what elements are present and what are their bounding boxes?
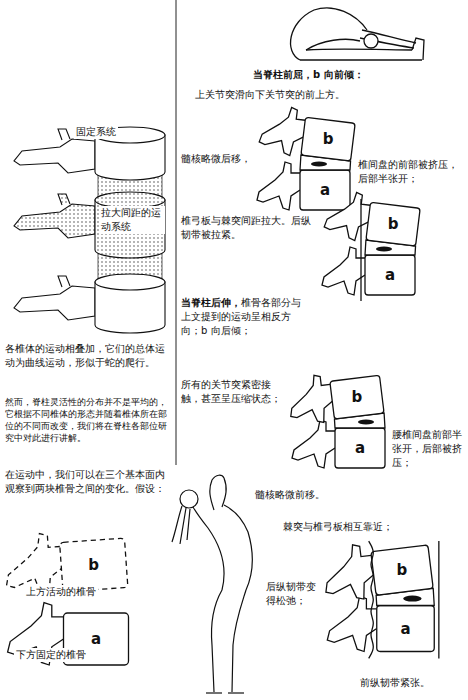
vertebra-pair	[257, 104, 356, 210]
figure-line	[412, 38, 424, 60]
posterior-ligament	[369, 541, 374, 658]
upper-vertebra	[258, 104, 356, 163]
figure-head	[364, 34, 378, 48]
articular-process	[58, 194, 70, 205]
figure-line	[180, 508, 186, 544]
vertebral-arch	[323, 189, 372, 242]
nucleus-pulposus	[376, 246, 392, 251]
vertebral-arch	[258, 104, 307, 157]
annotation-text: 前纵韧带紧张。	[360, 676, 430, 690]
vertebral-body	[60, 538, 128, 592]
upper-vertebra	[323, 189, 421, 248]
vertebral-arch	[321, 543, 377, 604]
lower-vertebra	[8, 603, 129, 665]
nucleus-pulposus	[311, 161, 327, 166]
vertebral-body	[366, 202, 420, 246]
vertebra-pair	[321, 536, 439, 659]
annotation-text: 棘突与椎弓板相互靠近；	[283, 520, 393, 534]
annotation-text: 椎间盘的前部被挤压，后部半张开；	[358, 158, 462, 186]
figure-line	[210, 480, 214, 510]
nucleus-pulposus	[403, 596, 421, 602]
annotation-text: 腰椎间盘前部半张开，后部被挤压；	[392, 428, 464, 471]
vertebral-endplate	[95, 274, 165, 290]
figure-line	[228, 692, 244, 693]
vertebra-letter: b	[397, 563, 408, 578]
annotation-text: 髓核略微后移，	[181, 152, 253, 166]
figure-line	[212, 475, 224, 480]
figure-line	[306, 39, 360, 50]
vertebral-body	[377, 606, 435, 652]
vertebral-body	[301, 117, 355, 161]
annotation-text: 所有的关节突紧密接触，甚至呈压缩状态；	[181, 378, 283, 406]
figure-line	[187, 509, 190, 540]
divider-line	[176, 0, 177, 465]
vertebra-letter: b	[352, 390, 363, 405]
backbend-figure	[172, 475, 252, 693]
vertebral-arch	[292, 420, 335, 468]
figure-line	[172, 506, 182, 542]
anterior-ligament	[438, 541, 439, 658]
figure-line	[222, 478, 226, 507]
figure-line	[306, 48, 412, 50]
vertebra-letter: a	[320, 183, 330, 198]
vertebral-arch	[327, 596, 376, 651]
vertebral-body	[95, 200, 165, 258]
vertebra-letter: a	[385, 268, 395, 283]
annotation-text: 后纵韧带变得松弛；	[266, 580, 322, 608]
annotation-text: 上方活动的椎骨	[24, 585, 98, 599]
annotation-text: 然而，脊柱灵活性的分布并不是平均的，它根据不同椎体的形态并随着椎体所在部位的不同…	[5, 396, 170, 444]
annotation-text: 下方固定的椎骨	[14, 648, 88, 662]
upper-vertebra	[321, 536, 434, 604]
upper-vertebra	[3, 528, 128, 599]
vertebra-pair	[322, 189, 421, 301]
vertebral-body	[365, 255, 415, 295]
vertebra-letter: a	[91, 632, 101, 647]
vertebral-body	[371, 545, 433, 595]
vertebra-letter: a	[355, 441, 365, 456]
figure-head	[180, 490, 198, 508]
vertebra-letter: b	[388, 217, 399, 232]
vertebra-pair	[3, 528, 128, 665]
figure-line	[232, 590, 246, 692]
annotation-text: 椎弓板与棘突间距拉大。后纵韧带被拉紧。	[181, 214, 311, 242]
posterior-ligament	[360, 199, 361, 301]
heading-text: 当脊柱后伸，	[181, 297, 241, 308]
annotation-text: 固定系统	[74, 125, 118, 139]
vertebral-body	[330, 375, 384, 419]
figure-line	[211, 590, 222, 692]
vertebral-arch	[14, 139, 95, 173]
vertebral-body	[335, 428, 385, 468]
vertebra-pair	[286, 367, 385, 468]
vertebral-arch	[286, 373, 335, 426]
figure-line	[291, 8, 367, 60]
articular-process	[58, 276, 70, 287]
annotation-text: 上关节突滑向下关节突的前上方。	[195, 88, 345, 102]
vertebral-arch	[14, 204, 95, 238]
vertebra-letter: a	[400, 621, 410, 636]
vertebra-letter: b	[88, 557, 99, 572]
figure-line	[193, 507, 224, 590]
vertebral-arch	[257, 162, 300, 210]
annotation-text: 拉大间距的运动系统	[99, 206, 165, 234]
vertebral-arch	[14, 286, 95, 320]
figure-line	[300, 59, 422, 60]
vertebra-letter: b	[323, 132, 334, 147]
annotation-text: 在运动中，我们可以在三个基本面内 观察到两块椎骨之间的变化。假设：	[5, 468, 170, 496]
articular-process	[58, 129, 70, 140]
vertebral-column	[14, 127, 165, 333]
vertebral-arch	[322, 247, 365, 295]
vertebral-body	[300, 170, 350, 210]
upper-vertebra	[286, 367, 384, 426]
annotation-text: 髓核略微前移。	[255, 488, 325, 502]
text-block: 当脊柱后伸，椎骨各部分与上文提到的运动呈相反方向；b 向后倾；	[181, 296, 303, 339]
figure-line	[224, 505, 252, 590]
nucleus-pulposus	[358, 419, 374, 424]
annotation-text: 各椎体的运动相叠加，它们的总体运动为曲线运动，形似于蛇的爬行。	[5, 342, 170, 370]
forward-bend-figure	[291, 8, 424, 60]
figure-line	[206, 692, 222, 693]
heading-text: 当脊柱前屈，b 向前倾：	[253, 68, 364, 82]
